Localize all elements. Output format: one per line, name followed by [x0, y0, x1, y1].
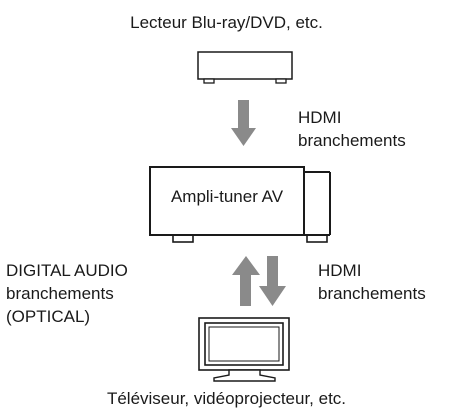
hdmi-top-line2: branchements [298, 131, 406, 150]
television-icon [198, 317, 290, 382]
arrow-down-amp-to-tv [259, 256, 286, 306]
digital-line3: (OPTICAL) [6, 307, 91, 326]
hdmi-connection-label-bottom: HDMI branchements [318, 259, 426, 305]
bluray-player-icon [197, 51, 293, 84]
arrow-down-player-to-amp [231, 100, 256, 146]
arrow-up-tv-to-amp [232, 256, 260, 306]
hdmi-top-line1: HDMI [298, 108, 342, 127]
tv-label: Téléviseur, vidéoprojecteur, etc. [106, 389, 347, 408]
digital-line2: branchements [6, 284, 114, 303]
hdmi-bottom-line1: HDMI [318, 261, 362, 280]
hdmi-connection-label-top: HDMI branchements [298, 106, 406, 152]
player-label: Lecteur Blu-ray/DVD, etc. [130, 13, 323, 32]
amplifier-label: Ampli-tuner AV [170, 187, 284, 206]
digital-line1: DIGITAL AUDIO [6, 261, 128, 280]
av-amplifier-box [149, 166, 331, 243]
hdmi-bottom-line2: branchements [318, 284, 426, 303]
digital-audio-connection-label: DIGITAL AUDIO branchements (OPTICAL) [6, 259, 128, 328]
